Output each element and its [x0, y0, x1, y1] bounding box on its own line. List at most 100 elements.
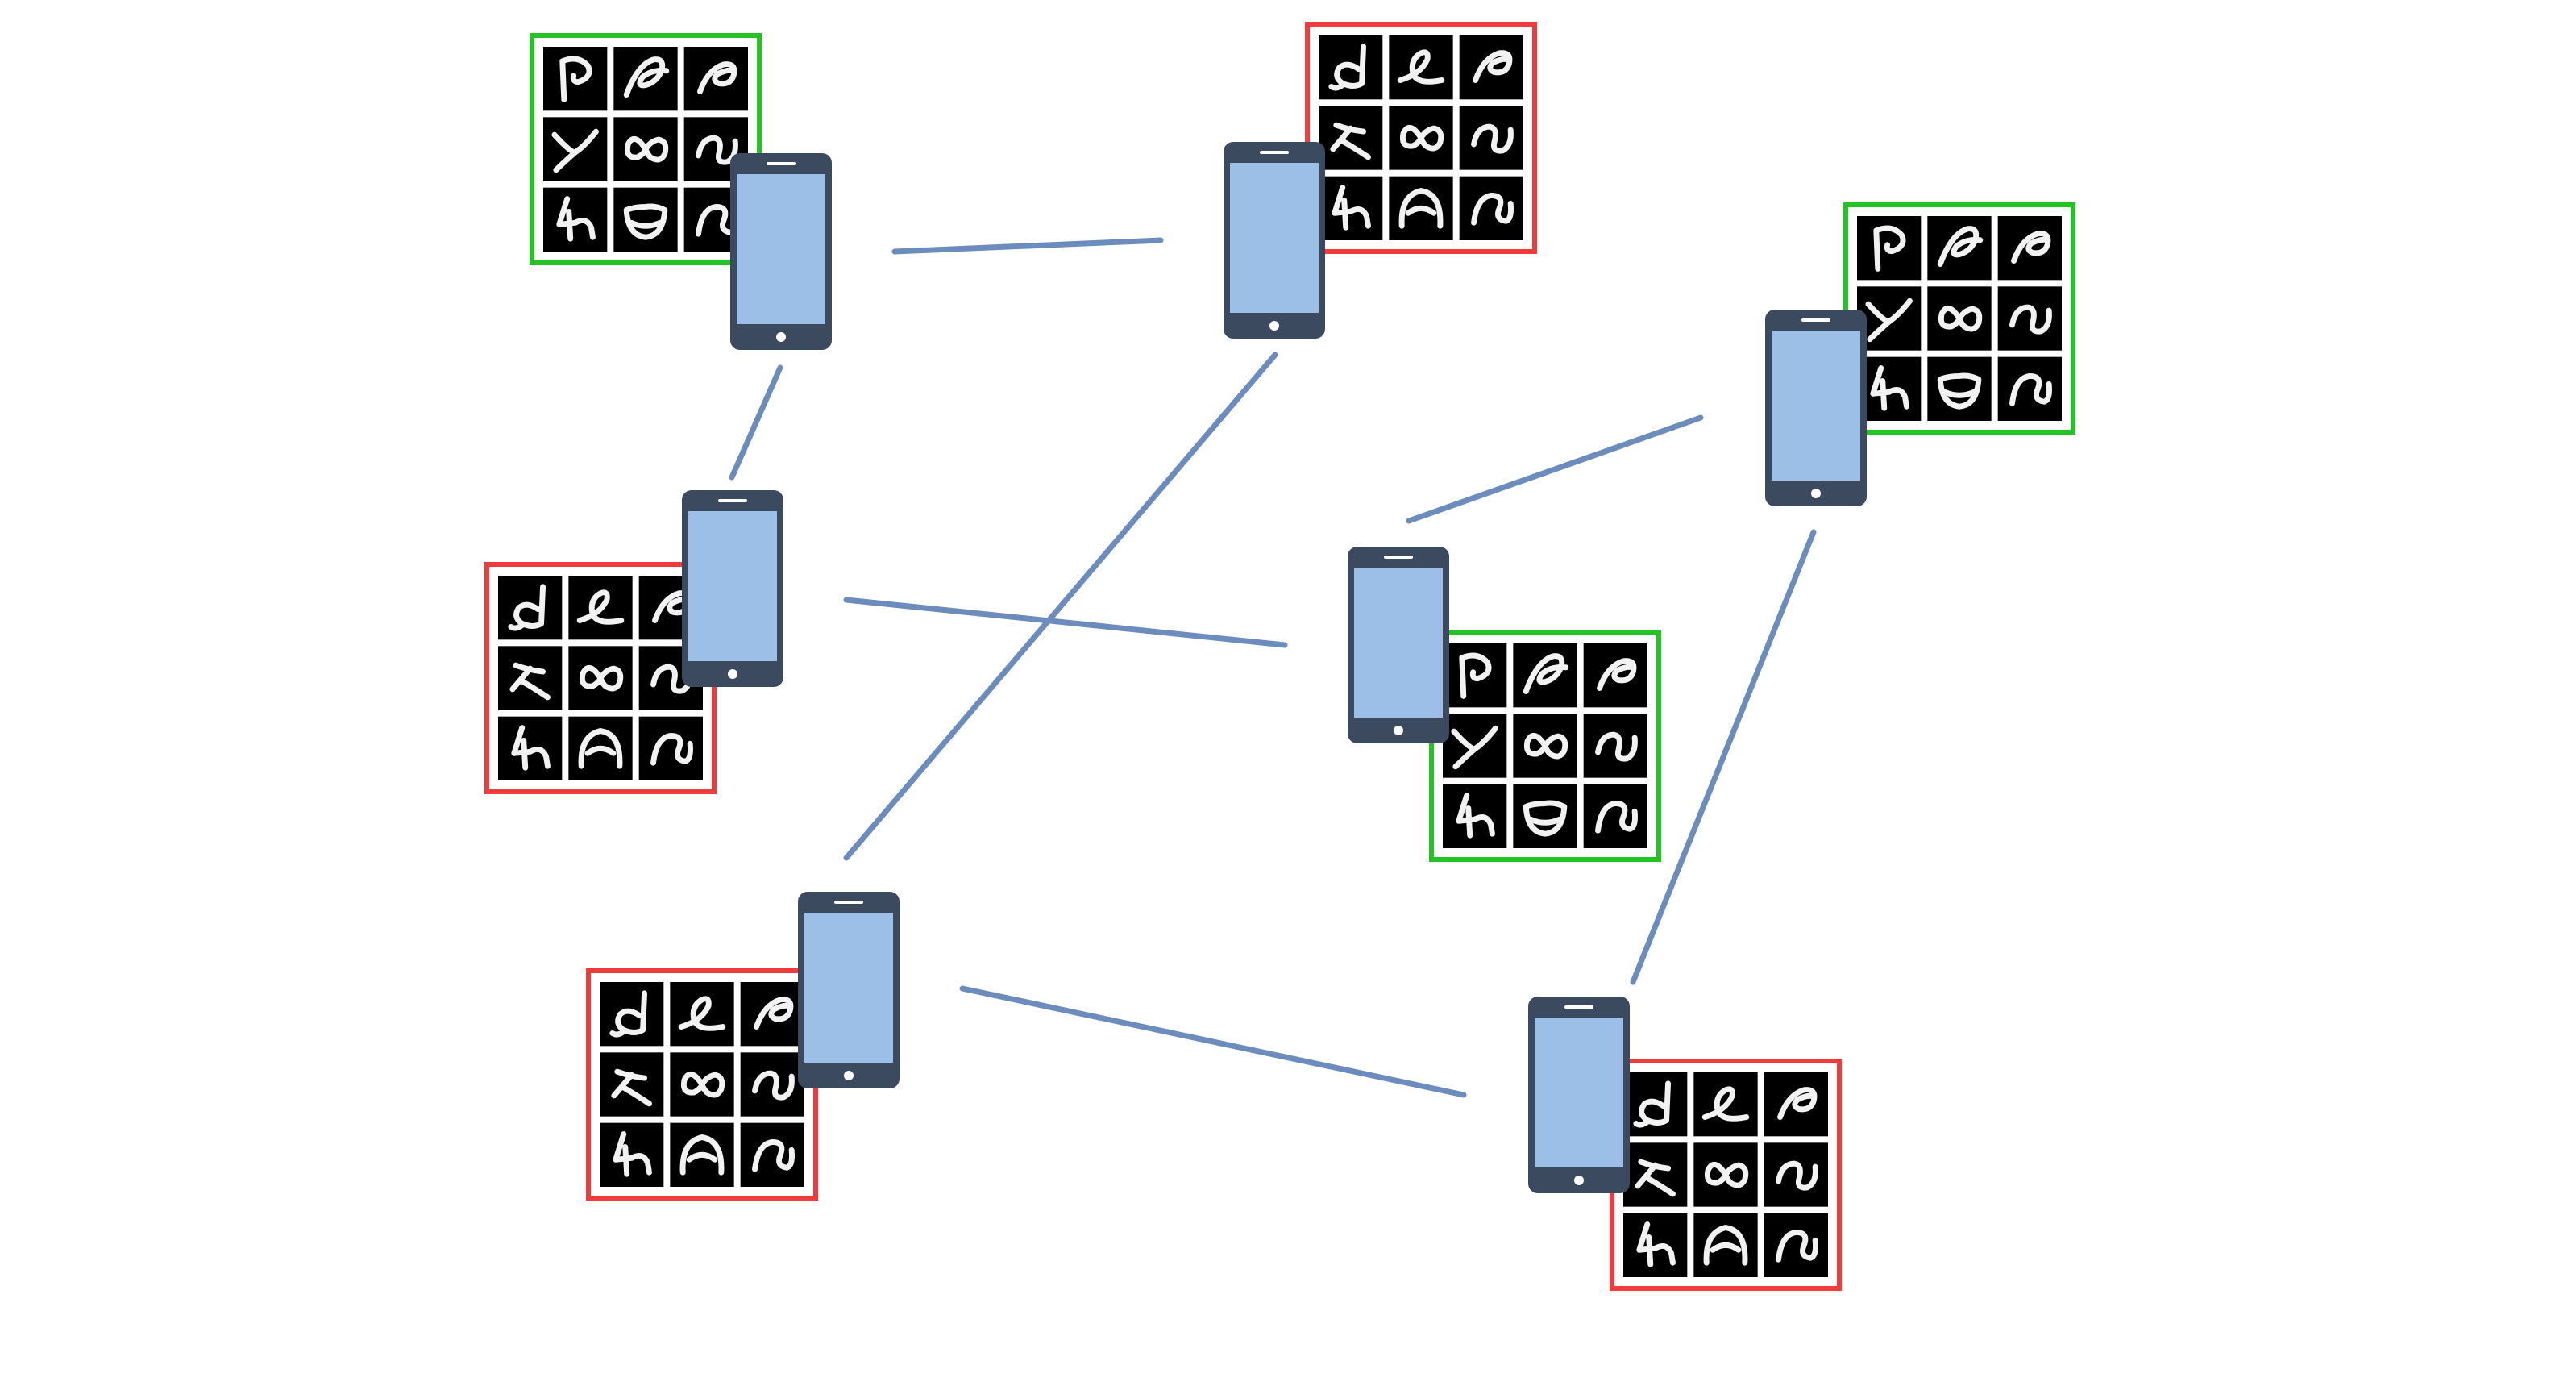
- glyph-infinity: [1704, 1161, 1749, 1188]
- node-device-5: [1348, 547, 1661, 862]
- glyph-loop-hook: [1873, 225, 1906, 272]
- sample-cell: [670, 1122, 734, 1187]
- glyph-s-curve: [752, 1070, 795, 1101]
- sample-cell: [568, 646, 633, 710]
- glyph-s-curve: [1471, 123, 1514, 154]
- glyph-wave-n: [650, 732, 693, 766]
- glyph-cup-oval: [1523, 800, 1568, 837]
- sample-cell: [1693, 1142, 1758, 1207]
- sample-cell: [1583, 643, 1647, 708]
- node-device-1: [530, 33, 832, 350]
- sample-cell: [1857, 286, 1922, 351]
- smartphone-icon: [1224, 142, 1325, 339]
- phone-speaker: [1260, 151, 1289, 154]
- sample-cell: [1927, 356, 1992, 421]
- edge-device-1-device-2: [891, 237, 1164, 255]
- glyph-infinity: [680, 1071, 725, 1098]
- glyph-s-curve: [1595, 731, 1638, 762]
- sample-cell: [740, 982, 804, 1047]
- glyph-loop-hook: [1459, 652, 1492, 699]
- glyph-blob-loop: [697, 61, 737, 95]
- phone-screen: [688, 511, 777, 661]
- edge-device-5-device-6: [1406, 414, 1704, 524]
- sample-cell: [1623, 1072, 1688, 1137]
- smartphone-icon: [1765, 310, 1867, 506]
- sample-background: [740, 1052, 804, 1117]
- sample-background: [1623, 1213, 1688, 1277]
- glyph-script-l: [623, 56, 670, 98]
- sample-background: [1857, 356, 1922, 421]
- smartphone-icon: [682, 490, 783, 687]
- glyph-zigzag-4: [556, 196, 596, 242]
- node-device-6: [1765, 202, 2075, 506]
- phone-screen: [737, 174, 825, 324]
- glyph-script-e: [1397, 49, 1445, 85]
- sample-background: [1997, 286, 2062, 351]
- sample-cell: [543, 187, 608, 252]
- glyph-bent-y: [1451, 725, 1498, 770]
- sample-cell: [740, 1122, 804, 1187]
- data-grid-panel: [1305, 22, 1537, 254]
- data-grid-panel: [586, 968, 818, 1201]
- glyph-blob-loop: [1473, 50, 1513, 84]
- data-grid-panel: [1610, 1059, 1842, 1291]
- glyph-s-curve: [1776, 1160, 1818, 1191]
- phone-home-button: [776, 332, 786, 342]
- phone-speaker: [1564, 1005, 1593, 1009]
- sample-background: [1583, 784, 1647, 848]
- sample-cell: [543, 117, 608, 181]
- sample-background: [1927, 356, 1992, 421]
- phone-screen: [1354, 568, 1443, 718]
- sample-cell: [600, 982, 664, 1047]
- glyph-blob-loop: [1597, 658, 1637, 692]
- sample-cell: [1459, 35, 1523, 100]
- edge-device-1-device-3: [729, 364, 783, 481]
- smartphone-icon: [730, 153, 832, 350]
- sample-cell: [1927, 286, 1992, 351]
- phone-speaker: [1801, 318, 1830, 322]
- sample-cell: [1389, 106, 1453, 170]
- sample-cell: [1319, 176, 1383, 240]
- glyph-zigzag-4: [1332, 185, 1371, 231]
- data-grid-panel: [530, 33, 762, 265]
- phone-home-button: [1269, 321, 1279, 331]
- sample-cell: [1927, 216, 1992, 281]
- sample-cell: [1319, 106, 1383, 170]
- sample-cell: [1459, 106, 1523, 170]
- sample-cell: [1513, 643, 1577, 708]
- glyph-zigzag-4: [511, 725, 551, 771]
- glyph-script-e: [1701, 1086, 1750, 1122]
- phone-screen: [1772, 331, 1860, 481]
- glyph-cup-oval: [1937, 372, 1982, 410]
- glyph-zigzag-4: [1456, 793, 1495, 839]
- data-grid-panel: [1843, 202, 2075, 435]
- sample-cell: [1623, 1142, 1688, 1207]
- phone-home-button: [1811, 489, 1821, 498]
- sample-background: [1927, 216, 1992, 281]
- node-device-7: [1528, 997, 1842, 1291]
- sample-cell: [1583, 784, 1647, 848]
- sample-cell: [600, 1052, 664, 1117]
- sample-background: [498, 716, 563, 780]
- sample-cell: [1997, 286, 2062, 351]
- glyph-wave-n: [2009, 372, 2052, 406]
- sample-cell: [498, 646, 563, 710]
- sample-cell: [740, 1052, 804, 1117]
- sample-cell: [1623, 1213, 1688, 1277]
- sample-cell: [670, 1052, 734, 1117]
- sample-background: [740, 1122, 804, 1187]
- sample-cell: [543, 47, 608, 111]
- smartphone-icon: [1348, 547, 1449, 743]
- glyph-bent-y: [551, 128, 599, 173]
- glyph-d-hook: [1328, 44, 1367, 91]
- glyph-infinity: [579, 664, 624, 692]
- phone-screen: [804, 913, 893, 1063]
- sample-cell: [568, 716, 633, 780]
- sample-cell: [638, 716, 703, 780]
- glyph-script-e: [678, 996, 726, 1031]
- phone-home-button: [1574, 1176, 1584, 1185]
- phone-screen: [1535, 1018, 1623, 1167]
- sample-cell: [1443, 714, 1507, 778]
- connection-lines: [729, 237, 1817, 1098]
- glyph-d-hook: [1633, 1080, 1672, 1128]
